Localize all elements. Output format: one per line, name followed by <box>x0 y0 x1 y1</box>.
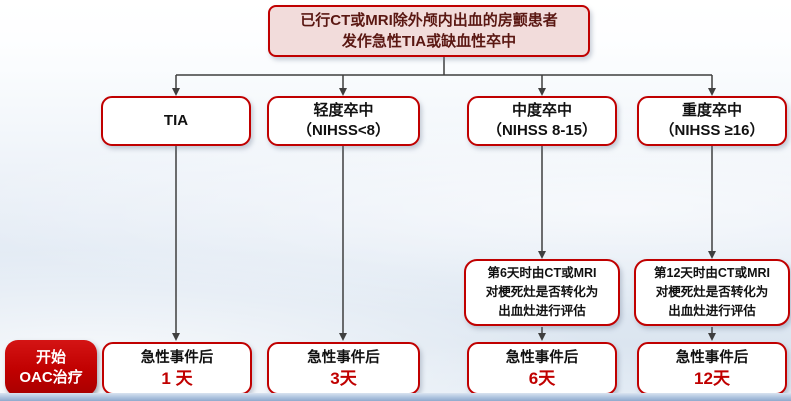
root-node: 已行CT或MRI除外颅内出血的房颤患者 发作急性TIA或缺血性卒中 <box>268 5 590 57</box>
node-severe-title: 重度卒中 <box>681 102 742 119</box>
node-eval-day12: 第12天时由CT或MRI 对梗死灶是否转化为 出血灶进行评估 <box>634 259 790 326</box>
node-mild-criteria: （NIHSS<8） <box>297 122 390 139</box>
bottom-decorative-strip <box>0 393 791 401</box>
eval-day12-line1: 第12天时由CT或MRI <box>654 266 770 280</box>
result-6days-label: 急性事件后 <box>505 349 579 366</box>
node-eval-day6: 第6天时由CT或MRI 对梗死灶是否转化为 出血灶进行评估 <box>464 259 620 326</box>
eval-day6-line1: 第6天时由CT或MRI <box>487 266 597 280</box>
eval-day6-line3: 出血灶进行评估 <box>498 304 586 318</box>
node-severe-criteria: （NIHSS ≥16） <box>659 122 765 139</box>
node-tia: TIA <box>101 96 251 146</box>
result-12days-value: 12天 <box>694 368 730 388</box>
start-oac-label: 开始 OAC治疗 <box>5 340 97 396</box>
node-moderate-stroke: 中度卒中 （NIHSS 8-15） <box>467 96 617 146</box>
start-oac-line1: 开始 <box>35 349 66 366</box>
result-3days-value: 3天 <box>330 368 357 388</box>
node-mild-title: 轻度卒中 <box>313 102 374 119</box>
eval-day12-line3: 出血灶进行评估 <box>668 304 756 318</box>
node-moderate-title: 中度卒中 <box>511 102 572 119</box>
node-result-3days: 急性事件后 3天 <box>267 342 420 395</box>
node-severe-stroke: 重度卒中 （NIHSS ≥16） <box>637 96 787 146</box>
node-tia-title: TIA <box>163 112 189 129</box>
node-mild-stroke: 轻度卒中 （NIHSS<8） <box>267 96 420 146</box>
node-result-1day: 急性事件后 1 天 <box>102 342 252 395</box>
eval-day6-line2: 对梗死灶是否转化为 <box>485 285 599 299</box>
result-3days-label: 急性事件后 <box>307 349 380 366</box>
root-line2: 发作急性TIA或缺血性卒中 <box>341 33 517 50</box>
start-oac-line2: OAC治疗 <box>19 369 83 386</box>
result-6days-value: 6天 <box>528 368 556 388</box>
result-1day-value: 1 天 <box>161 368 193 388</box>
eval-day12-line2: 对梗死灶是否转化为 <box>655 285 769 299</box>
node-result-6days: 急性事件后 6天 <box>467 342 617 395</box>
root-line1: 已行CT或MRI除外颅内出血的房颤患者 <box>300 12 558 29</box>
node-result-12days: 急性事件后 12天 <box>637 342 787 395</box>
result-12days-label: 急性事件后 <box>675 349 749 366</box>
node-moderate-criteria: （NIHSS 8-15） <box>486 122 598 139</box>
result-1day-label: 急性事件后 <box>140 349 214 366</box>
